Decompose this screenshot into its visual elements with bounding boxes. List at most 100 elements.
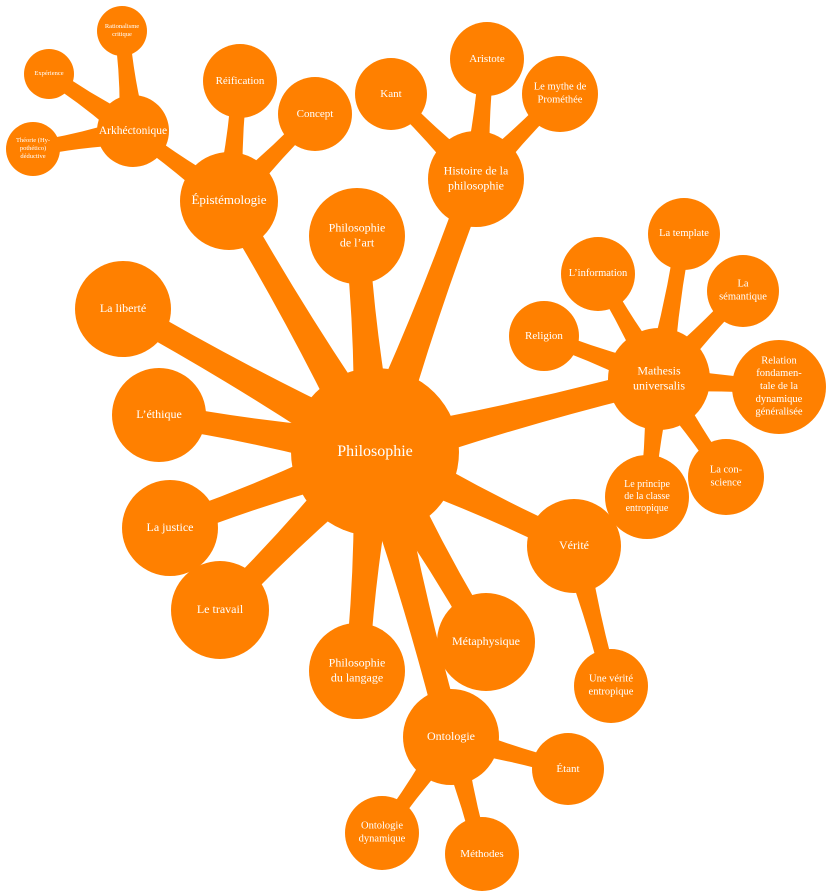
label-line: généralisée (755, 407, 803, 418)
label-line: Kant (380, 88, 401, 100)
node-promethee (522, 56, 598, 132)
label-line: Expérience (34, 70, 63, 77)
node-kant (355, 58, 427, 130)
label-line: Étant (556, 763, 579, 775)
label-line: Aristote (469, 53, 505, 65)
node-ethique (112, 368, 206, 462)
label-line: science (711, 478, 742, 489)
label-line: Histoire de la (444, 163, 509, 177)
label-line: de la classe (624, 491, 670, 502)
label-arkhectonique: Arkhéctonique (99, 125, 167, 137)
label-line: Le travail (197, 602, 244, 616)
node-aristote (450, 22, 524, 96)
root-label: Philosophie (337, 443, 413, 460)
label-line: Une vérité (589, 674, 633, 685)
label-verite-entropique: Une vérité entropique (589, 674, 634, 698)
label-line: sémantique (719, 292, 767, 303)
label-epistemologie: Épistémologie (191, 192, 266, 207)
node-verite-entropique (574, 649, 648, 723)
node-information (561, 237, 635, 311)
label-line: Ontologie (427, 729, 475, 743)
label-line: fondamen- (756, 369, 802, 380)
root-node (291, 368, 459, 536)
label-justice: La justice (147, 520, 194, 534)
label-metaphysique: Métaphysique (452, 634, 520, 648)
label-experience: Expérience (34, 70, 63, 77)
label-line: pothético) (20, 145, 46, 152)
label-line: La con- (710, 465, 743, 476)
mindmap-nodes (6, 6, 826, 891)
node-concept (278, 77, 352, 151)
label-line: La liberté (100, 301, 146, 315)
label-reification: Réification (216, 75, 265, 87)
label-line: La (737, 279, 748, 290)
mindmap-labels: Philosophie Épistémologie Arkhéctonique Rat… (16, 24, 803, 860)
label-line: universalis (633, 378, 685, 392)
label-line: Le mythe de (534, 82, 587, 93)
node-epistemologie (180, 152, 278, 250)
node-philo-art (309, 188, 405, 284)
label-line: philosophie (448, 178, 504, 192)
node-liberte (75, 261, 171, 357)
label-line: Philosophie (337, 443, 413, 460)
label-line: Concept (297, 108, 334, 120)
node-semantique (707, 255, 779, 327)
node-conscience (688, 439, 764, 515)
label-line: Religion (525, 330, 563, 342)
label-line: Arkhéctonique (99, 125, 167, 137)
label-verite: Vérité (559, 538, 589, 552)
node-mathesis (608, 328, 710, 430)
label-line: L’information (569, 268, 628, 279)
label-line: du langage (331, 670, 383, 684)
label-line: Relation (761, 356, 797, 367)
label-line: dynamique (359, 834, 406, 845)
label-line: Théorie (Hy- (16, 138, 50, 145)
label-etant: Étant (556, 763, 579, 775)
label-line: dynamique (756, 394, 803, 405)
label-line: Mathesis (637, 363, 681, 377)
node-template (648, 198, 720, 270)
node-ontologie-dynamique (345, 796, 419, 870)
label-kant: Kant (380, 88, 401, 100)
node-reification (203, 44, 277, 118)
node-methodes (445, 817, 519, 891)
label-religion: Religion (525, 330, 563, 342)
label-information: L’information (569, 268, 628, 279)
label-line: déductive (20, 153, 45, 160)
label-semantique: La sémantique (719, 279, 767, 303)
node-relation (732, 340, 826, 434)
label-line: Philosophie (329, 220, 386, 234)
label-methodes: Méthodes (460, 848, 503, 860)
node-ontologie (403, 689, 499, 785)
node-metaphysique (437, 593, 535, 691)
label-line: Prométhée (538, 95, 583, 106)
label-line: tale de la (760, 381, 798, 392)
label-line: Le principe (624, 479, 670, 490)
node-travail (171, 561, 269, 659)
node-verite (527, 499, 621, 593)
label-line: de l’art (340, 235, 375, 249)
label-line: Métaphysique (452, 634, 520, 648)
label-line: entropique (626, 503, 669, 514)
node-principe (605, 455, 689, 539)
label-line: entropique (589, 687, 634, 698)
label-concept: Concept (297, 108, 334, 120)
node-etant (532, 733, 604, 805)
label-liberte: La liberté (100, 301, 146, 315)
label-promethee: Le mythe de Prométhée (534, 82, 587, 106)
label-line: La template (659, 228, 709, 239)
label-line: Méthodes (460, 848, 503, 860)
label-line: La justice (147, 520, 194, 534)
node-theorie (6, 122, 60, 176)
label-line: Philosophie (329, 655, 386, 669)
label-line: Ontologie (361, 821, 403, 832)
node-experience (24, 49, 74, 99)
node-arkhectonique (97, 95, 169, 167)
